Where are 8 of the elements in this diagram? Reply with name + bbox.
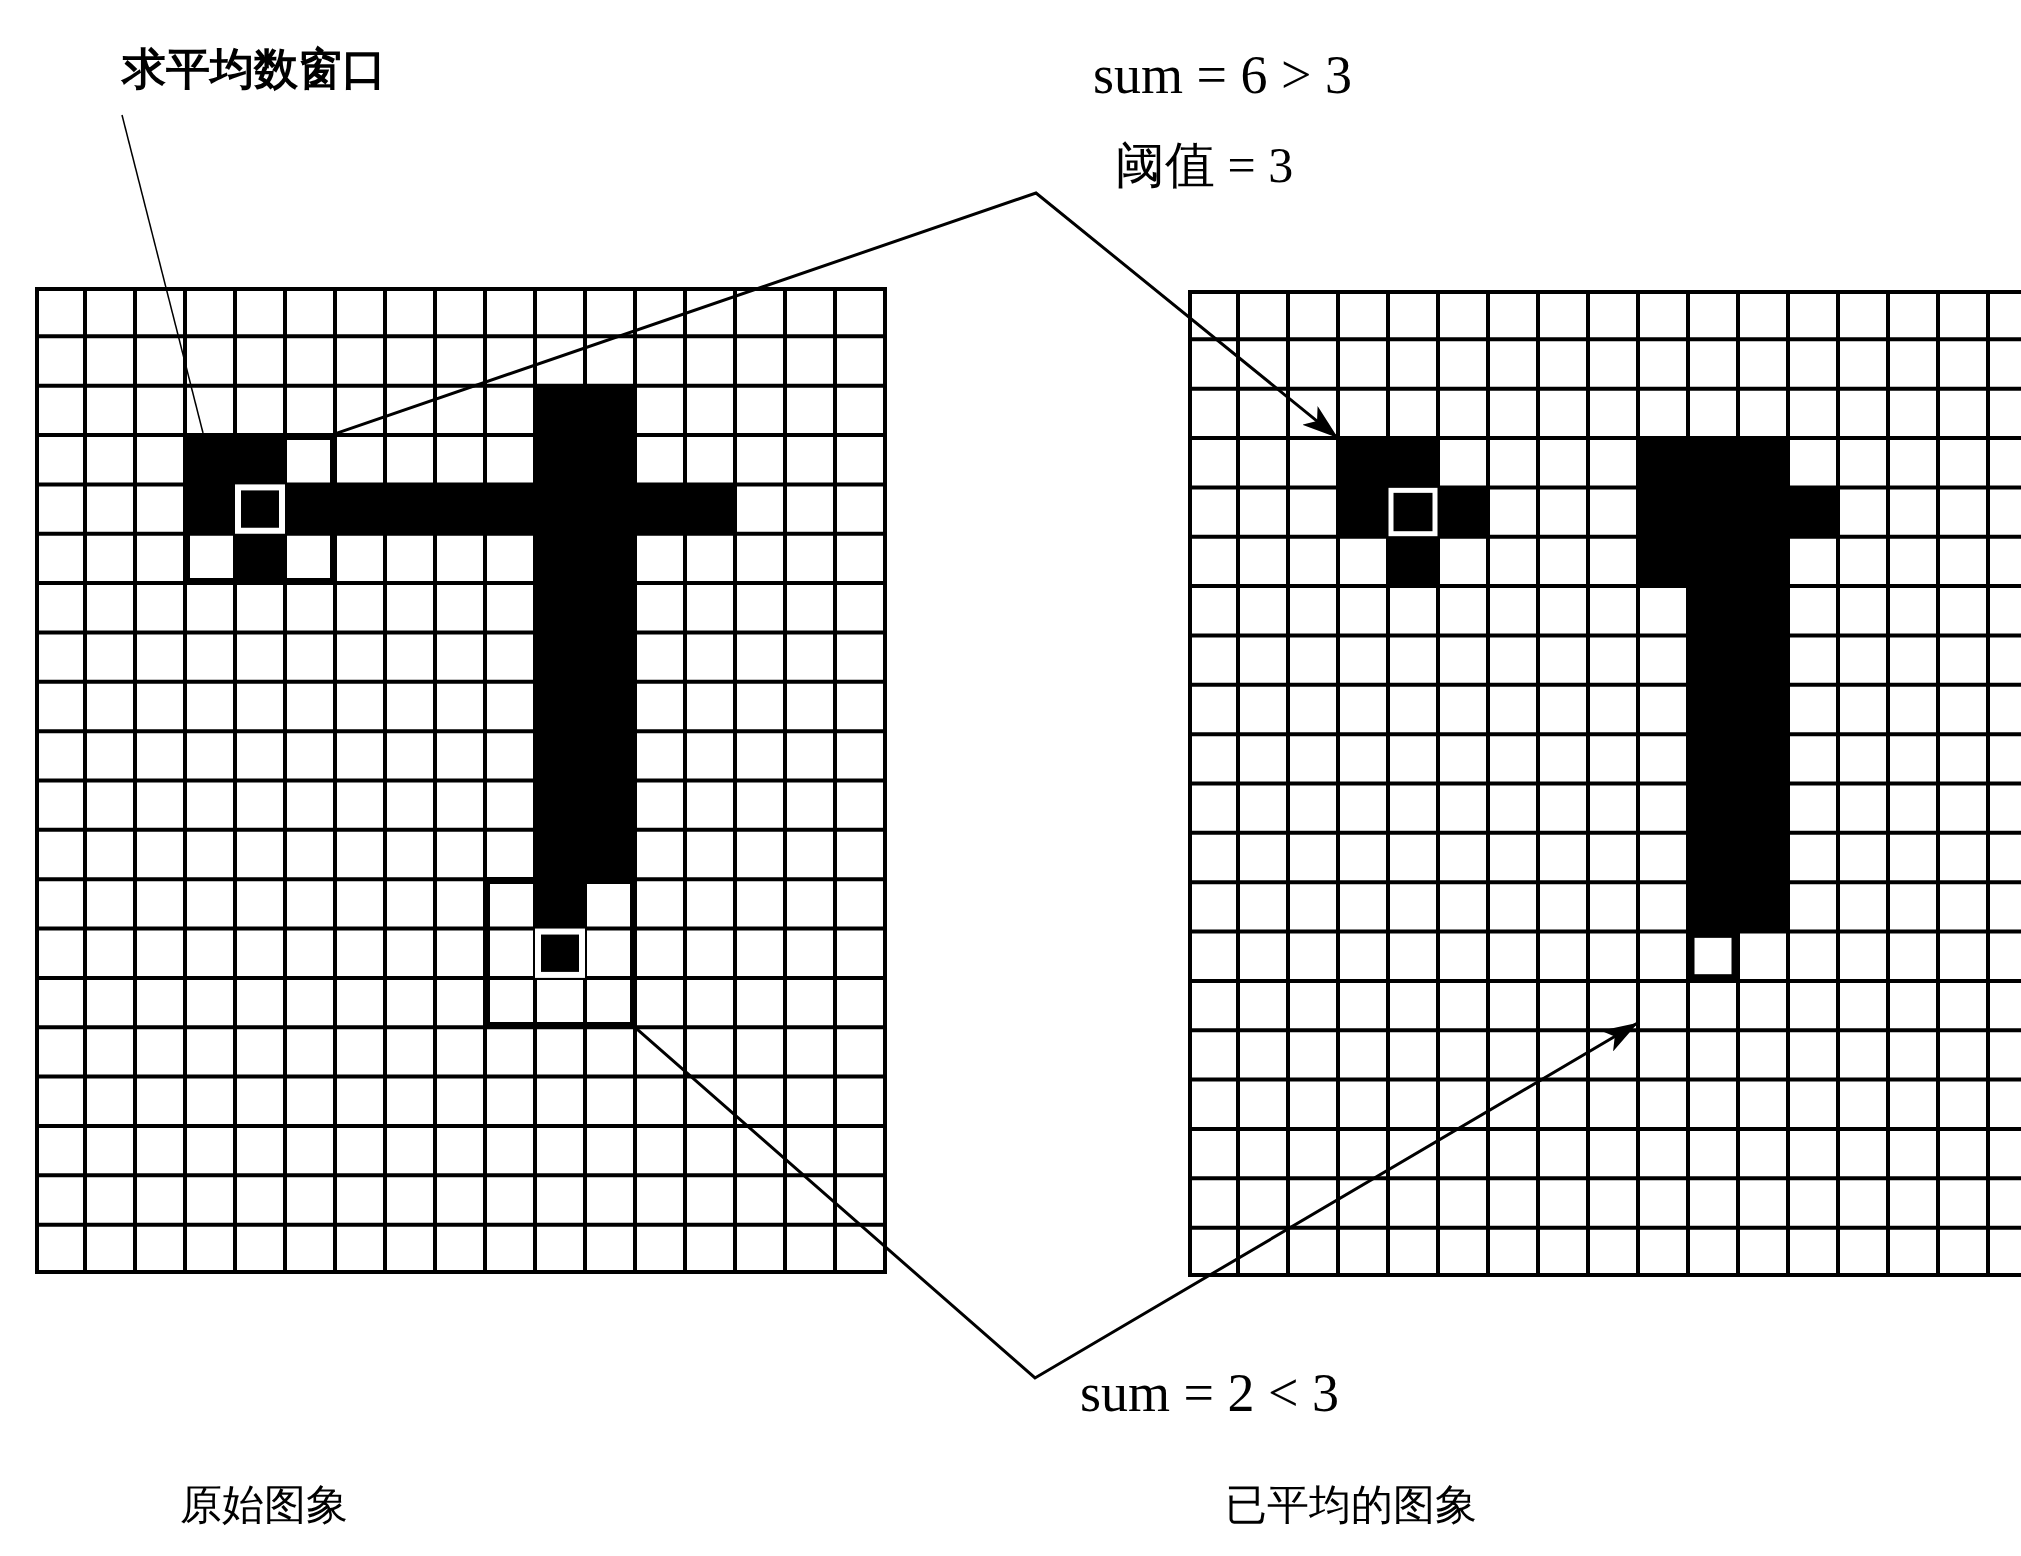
- formula-text: sum = 2 < 3: [1080, 1362, 1339, 1424]
- image-caption: 原始图象: [180, 1479, 348, 1531]
- formula-text: 阈值 = 3: [1115, 136, 1294, 195]
- callout-text: 求平均数窗口: [122, 42, 386, 96]
- arrow: [636, 1021, 1639, 1380]
- formula-text: sum = 6 > 3: [1093, 44, 1352, 106]
- image-caption: 已平均的图象: [1225, 1479, 1477, 1531]
- leader-line: [121, 114, 204, 434]
